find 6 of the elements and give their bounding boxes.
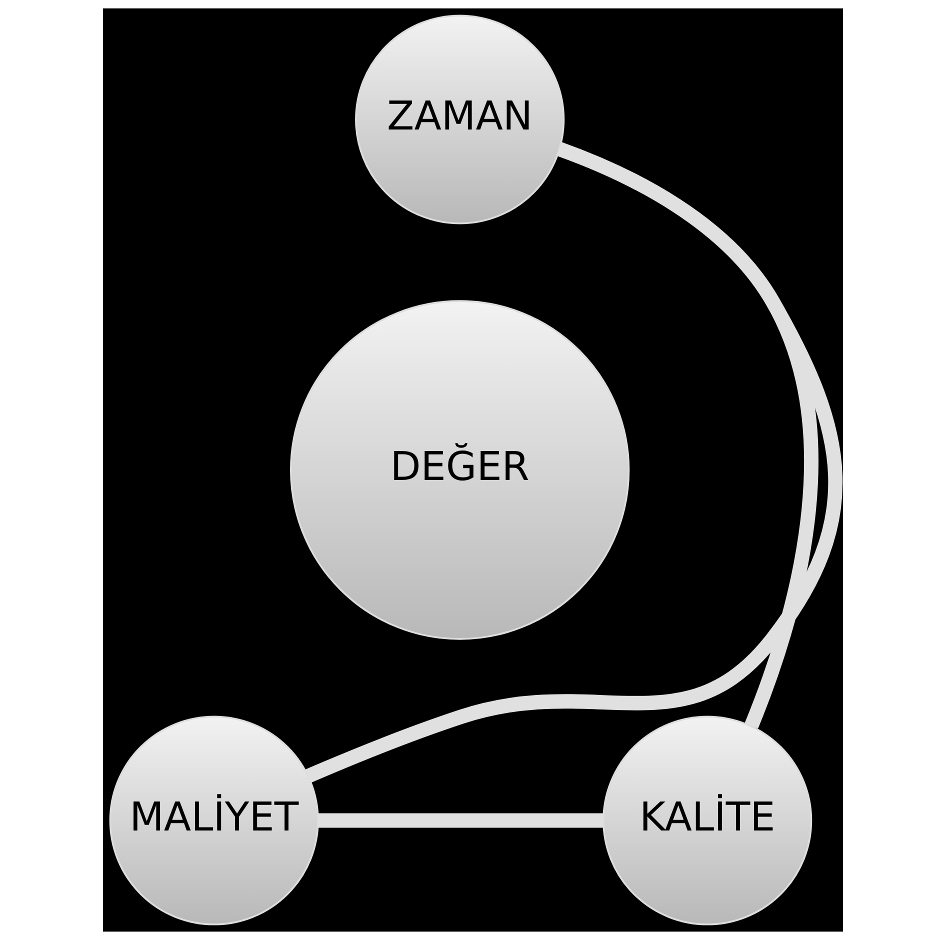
node-circle: KALİTE — [602, 716, 812, 926]
node-circle: MALİYET — [108, 716, 318, 926]
connector — [304, 142, 842, 783]
connector — [318, 813, 603, 828]
node-circle: DEĞER — [290, 300, 630, 640]
node-circle: ZAMAN — [354, 14, 564, 224]
